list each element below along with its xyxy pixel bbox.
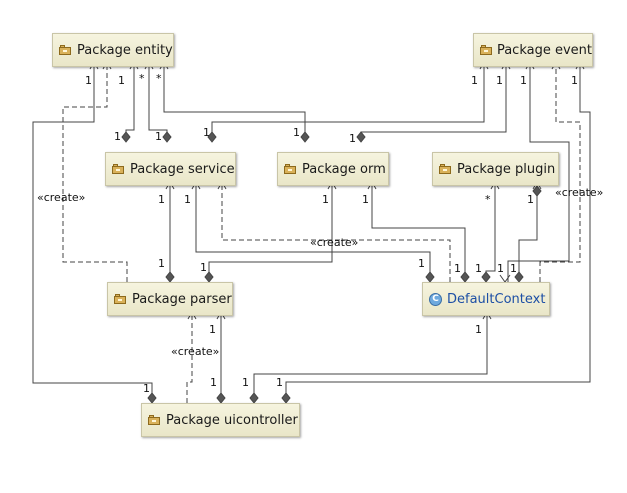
edge-context-event [507, 62, 570, 282]
edge-uicontroller-context [253, 312, 488, 393]
diamond [121, 131, 131, 143]
diamond [460, 271, 470, 283]
multiplicity-label: 1 [242, 376, 249, 389]
package-icon [148, 415, 160, 425]
diamond [165, 271, 175, 283]
diamond [147, 392, 157, 404]
edge-uicontroller-event [285, 62, 591, 393]
multiplicity-label: 1 [143, 382, 150, 395]
create-stereotype-label: «create» [37, 191, 86, 204]
multiplicity-label: 1 [200, 261, 207, 274]
package-event-node[interactable]: Package event [473, 33, 593, 67]
multiplicity-label: 1 [471, 74, 478, 87]
node-label: Package plugin [457, 161, 556, 177]
edge-parser-orm [208, 182, 333, 272]
multiplicity-label: 1 [293, 126, 300, 139]
multiplicity-label: 1 [158, 193, 165, 206]
edge-uicontroller-entity [32, 62, 153, 393]
package-entity-node[interactable]: Package entity [52, 33, 174, 67]
class-icon: C [429, 292, 442, 306]
default-context-node[interactable]: C DefaultContext [422, 282, 550, 316]
multiplicity-label: 1 [497, 262, 504, 275]
node-label: DefaultContext [447, 291, 546, 307]
multiplicity-label: 1 [418, 257, 425, 270]
multiplicity-label: 1 [184, 193, 191, 206]
multiplicity-label: 1 [276, 376, 283, 389]
create-context-service [221, 182, 451, 282]
create-parser-entity [62, 62, 128, 282]
multiplicity-label: 1 [520, 74, 527, 87]
multiplicity-label: * [485, 193, 491, 206]
diamond [514, 271, 524, 283]
package-plugin-node[interactable]: Package plugin [432, 152, 559, 186]
diamond [300, 131, 310, 143]
multiplicity-label: * [139, 72, 145, 85]
multiplicity-label: 1 [158, 257, 165, 270]
multiplicity-label: 1 [209, 323, 216, 336]
create-context-event [539, 62, 581, 282]
node-label: Package uicontroller [166, 412, 298, 428]
diamond [162, 131, 172, 143]
node-label: Package event [496, 42, 592, 58]
edge-context-service [195, 182, 431, 282]
package-icon [284, 164, 296, 174]
multiplicity-label: 1 [475, 262, 482, 275]
edge-service-event [211, 62, 485, 142]
node-label: Package entity [77, 42, 173, 58]
diamond [249, 392, 259, 404]
diamond [216, 392, 226, 404]
edge-context-orm [371, 182, 466, 282]
multiplicity-label: 1 [496, 74, 503, 87]
node-label: Package parser [132, 291, 232, 307]
multiplicity-label: 1 [118, 74, 125, 87]
multiplicity-label: 1 [571, 74, 578, 87]
edge-service-entity [125, 62, 135, 142]
create-stereotype-label: «create» [171, 345, 220, 358]
multiplicity-label: 1 [114, 130, 121, 143]
multiplicity-label: 1 [510, 262, 517, 275]
package-icon [439, 164, 451, 174]
multiplicity-label: 1 [362, 193, 369, 206]
node-label: Package orm [302, 161, 386, 177]
multiplicity-label: 1 [85, 74, 92, 87]
multiplicity-label: 1 [203, 126, 210, 139]
create-uicontroller-parser [186, 312, 193, 403]
diamond [481, 271, 491, 283]
package-parser-node[interactable]: Package parser [107, 282, 233, 316]
edge-context-plugin-2 [518, 182, 538, 282]
multiplicity-label: 1 [527, 193, 534, 206]
diamond [207, 131, 217, 143]
package-icon [59, 45, 71, 55]
package-orm-node[interactable]: Package orm [277, 152, 389, 186]
diamond [356, 131, 366, 143]
diamond [281, 392, 291, 404]
package-icon [114, 294, 126, 304]
package-uicontroller-node[interactable]: Package uicontroller [141, 403, 300, 437]
multiplicity-label: 1 [155, 130, 162, 143]
multiplicity-label: 1 [475, 323, 482, 336]
multiplicity-label: 1 [322, 193, 329, 206]
multiplicity-label: 1 [349, 132, 356, 145]
package-icon [112, 164, 124, 174]
diamond [532, 185, 542, 197]
package-service-node[interactable]: Package service [105, 152, 236, 186]
multiplicity-label: 1 [454, 262, 461, 275]
create-stereotype-label: «create» [310, 236, 359, 249]
package-icon [480, 45, 492, 55]
create-stereotype-label: «create» [555, 186, 604, 199]
diamond [204, 271, 214, 283]
multiplicity-label: * [156, 72, 162, 85]
edge-orm-entity [163, 62, 306, 142]
node-label: Package service [130, 161, 235, 177]
diamond [425, 271, 435, 283]
multiplicity-label: 1 [210, 376, 217, 389]
